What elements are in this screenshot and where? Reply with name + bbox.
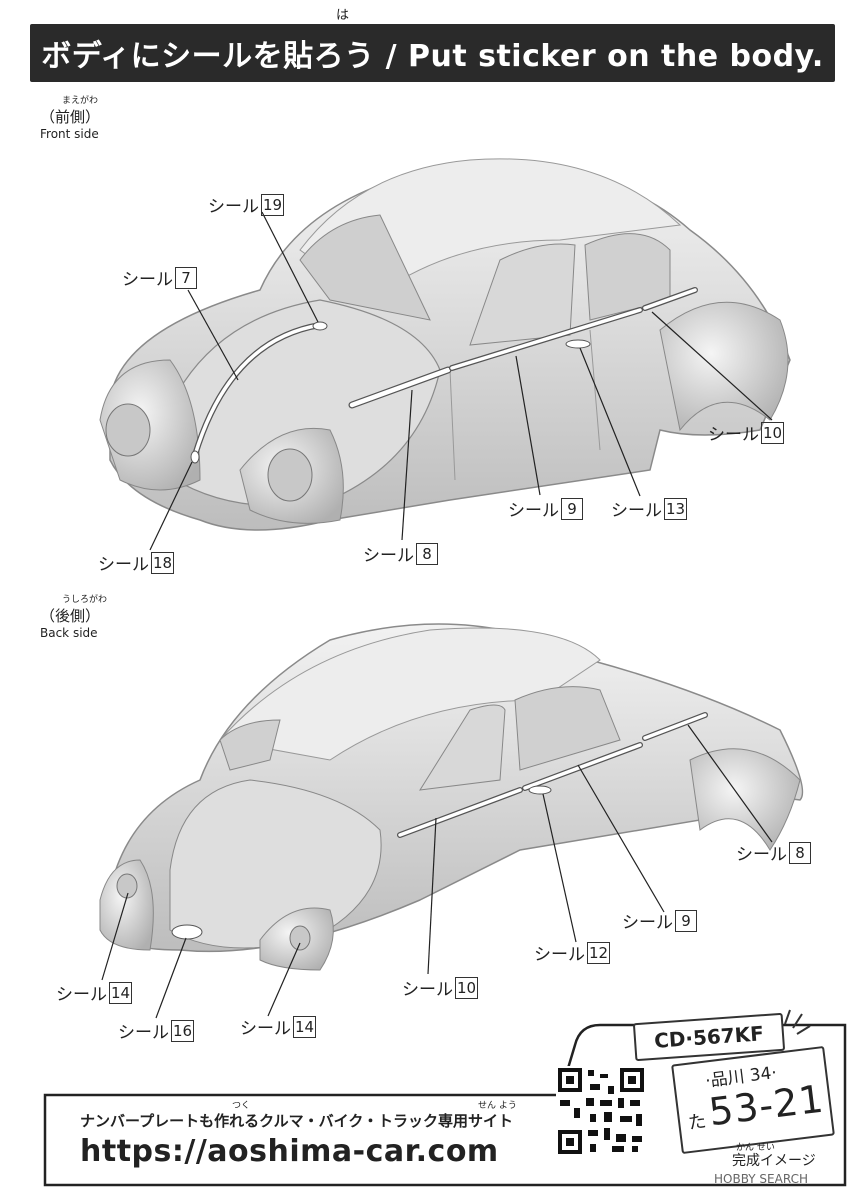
- footer-tagline: ナンバープレートも作れるクルマ・バイク・トラック専用サイト: [80, 1112, 514, 1130]
- front-label-jp: （前側）: [40, 107, 101, 126]
- front-plate-text: CD·567KF: [653, 1021, 765, 1053]
- back-side-label: うしろがわ （後側） Back side: [40, 595, 107, 642]
- front-ruby: まえがわ: [62, 96, 99, 106]
- header-ruby-text: は: [336, 8, 350, 23]
- main-plate-kana: た: [687, 1110, 708, 1134]
- back-ruby: うしろがわ: [62, 595, 108, 605]
- main-plate: ·品川 34· た 53-21: [671, 1045, 835, 1155]
- completed-image-label: 完成イメージ: [732, 1153, 816, 1169]
- page-title: ボディにシールを貼ろう / Put sticker on the body.: [30, 24, 835, 82]
- qr-code[interactable]: [556, 1066, 646, 1156]
- front-label-en: Front side: [40, 127, 99, 142]
- sparkle-icon: [784, 1009, 811, 1035]
- front-side-label: まえがわ （前側） Front side: [40, 96, 100, 143]
- back-label-en: Back side: [40, 626, 98, 641]
- ruby-tsuku: つく: [232, 1101, 251, 1111]
- back-label-jp: （後側）: [40, 606, 101, 625]
- footer-url-link[interactable]: https://aoshima-car.com: [80, 1134, 499, 1169]
- completed-ruby: かん せい: [736, 1143, 775, 1153]
- ruby-senyou: せん よう: [478, 1101, 517, 1111]
- watermark: HOBBY SEARCH: [714, 1172, 808, 1186]
